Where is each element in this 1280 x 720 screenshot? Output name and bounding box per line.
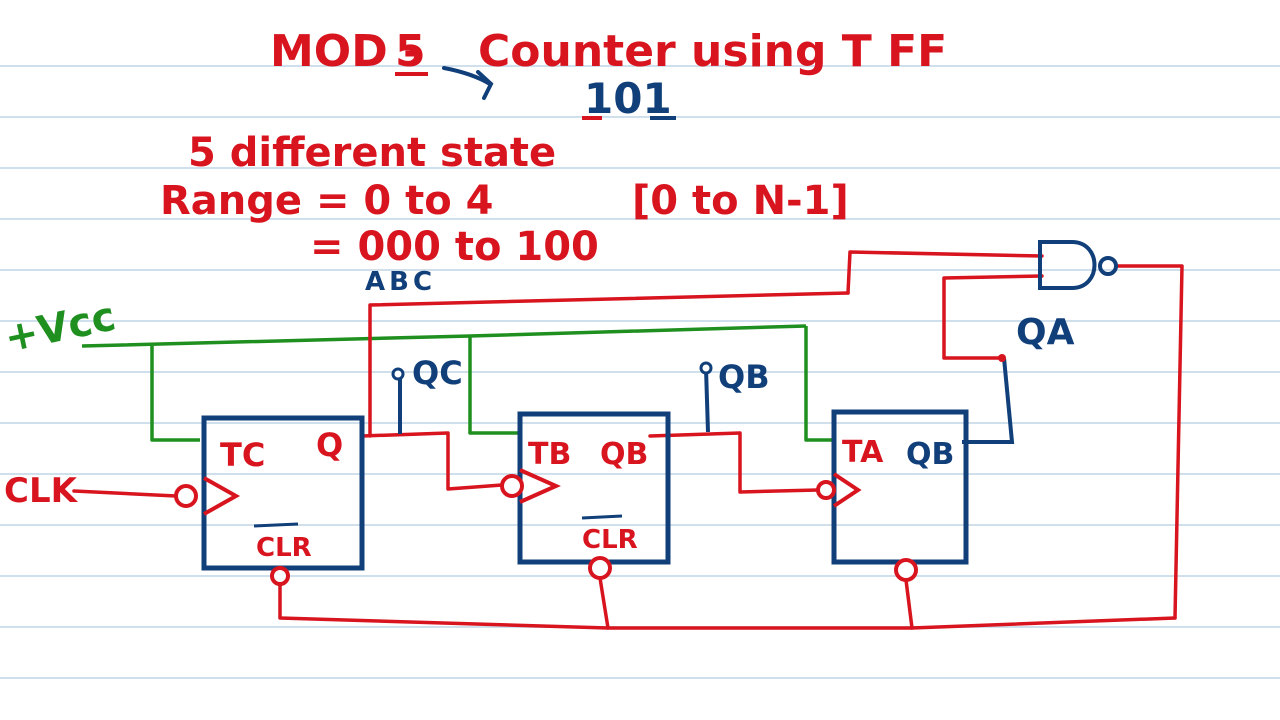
ff-c-q-label: Q <box>316 426 343 464</box>
ff-b-q-label: QB <box>600 437 648 472</box>
nand-gate <box>1038 240 1118 290</box>
bit-order-label: ABC <box>365 267 436 297</box>
states-text: 5 different state <box>188 130 556 176</box>
title-prefix: MOD - <box>270 26 421 77</box>
ff-c-clock-bubble <box>174 484 198 508</box>
vcc-wiring <box>81 324 833 442</box>
notes: 5 different state Range = 0 to 4 [0 to N… <box>160 130 849 270</box>
ff-c-t-label: TC <box>220 436 265 474</box>
ff-a-t-label: TA <box>842 435 884 470</box>
ff-b-clear-bubble <box>588 556 612 580</box>
ff-a-clear-bubble <box>894 558 918 582</box>
binary-value: 101 <box>584 74 672 123</box>
flip-flop-b: TB QB CLR QB <box>500 358 770 580</box>
ff-c-clock-icon <box>203 476 241 516</box>
clk-label: CLK <box>4 471 79 511</box>
ff-b-output-node <box>699 361 713 375</box>
ff-b-clock-icon <box>519 468 561 504</box>
range-text: Range = 0 to 4 <box>160 178 494 224</box>
ff-b-output-pin <box>704 367 710 433</box>
ff-b-clr-label: CLR <box>582 525 638 555</box>
ff-a-output-wire <box>962 357 1015 444</box>
flip-flop-c: TC Q CLR QC <box>174 354 463 586</box>
ff-c-clr-bar <box>253 522 299 528</box>
ff-a-clock-icon <box>832 472 862 508</box>
qa-output-label: QA <box>1016 312 1075 353</box>
ff-b-t-label: TB <box>528 437 571 472</box>
ff-c-output-node <box>391 367 405 381</box>
vcc-label: +Vcc <box>1 294 120 362</box>
ff-c-clear-bubble <box>270 566 290 586</box>
title: MOD - 5 Counter using T FF <box>270 26 947 77</box>
qa-junction <box>998 354 1006 362</box>
ff-b-clock-bubble <box>500 474 524 498</box>
ruled-lines <box>0 65 1280 679</box>
arrow-icon <box>442 66 494 100</box>
ff-c-clr-label: CLR <box>256 533 312 563</box>
ff-a-q-label: QB <box>906 437 954 472</box>
ff-b-clr-bar <box>581 514 623 520</box>
signal-wiring <box>72 250 1184 630</box>
binary-range-text: = 000 to 100 <box>310 224 599 270</box>
qc-output-label: QC <box>412 354 463 392</box>
qb-output-label: QB <box>718 358 770 396</box>
flip-flop-a: TA QB QA <box>816 312 1075 582</box>
title-modulus: 5 <box>395 26 426 77</box>
title-suffix: Counter using T FF <box>478 26 947 77</box>
ff-a-clock-bubble <box>816 480 836 500</box>
range-formula: [0 to N-1] <box>632 178 849 224</box>
